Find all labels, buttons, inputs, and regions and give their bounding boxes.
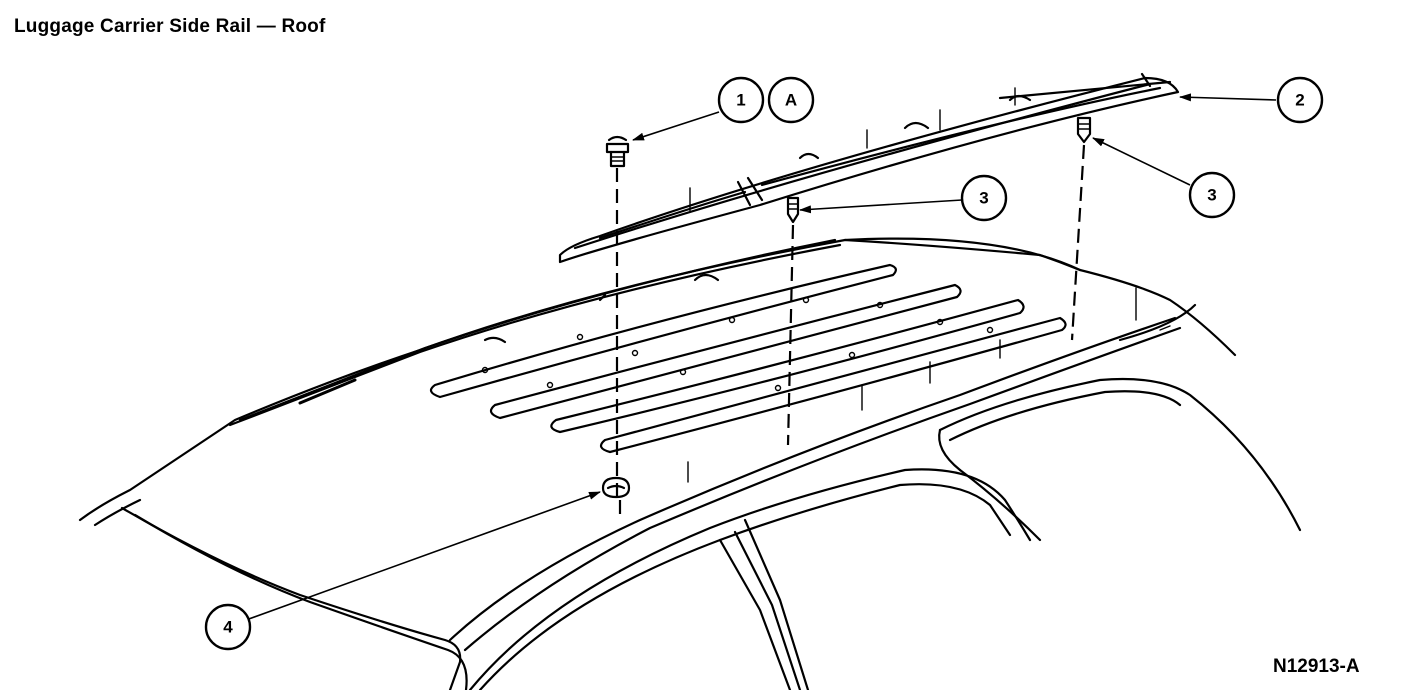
- alignment-lines: [615, 87, 1137, 520]
- callout-2-label: 2: [1295, 91, 1304, 110]
- callout-a-label: A: [785, 91, 797, 110]
- roof-ribs: [429, 263, 1067, 454]
- callout-4: 4: [204, 603, 252, 651]
- roof-drip-rail: [228, 238, 842, 427]
- vehicle-body-outline: [78, 237, 1302, 690]
- callout-3-left: 3: [960, 174, 1008, 222]
- callout-1-label: 1: [736, 91, 745, 110]
- luggage-carrier-side-rail: [558, 72, 1180, 264]
- rail-stud-3b: [1076, 116, 1092, 144]
- callout-a: A: [767, 76, 815, 124]
- screw-fastener-1: [605, 135, 630, 168]
- callout-leaders: [245, 93, 1277, 621]
- figure-id: N12913-A: [1273, 656, 1360, 677]
- callout-3-right-label: 3: [1207, 186, 1216, 205]
- callout-2: 2: [1276, 76, 1324, 124]
- rail-stud-3a: [786, 196, 800, 224]
- callout-4-label: 4: [223, 618, 233, 637]
- callout-1: 1: [717, 76, 765, 124]
- callout-3-right: 3: [1188, 171, 1236, 219]
- callout-3-left-label: 3: [979, 189, 988, 208]
- page-title: Luggage Carrier Side Rail — Roof: [14, 16, 326, 37]
